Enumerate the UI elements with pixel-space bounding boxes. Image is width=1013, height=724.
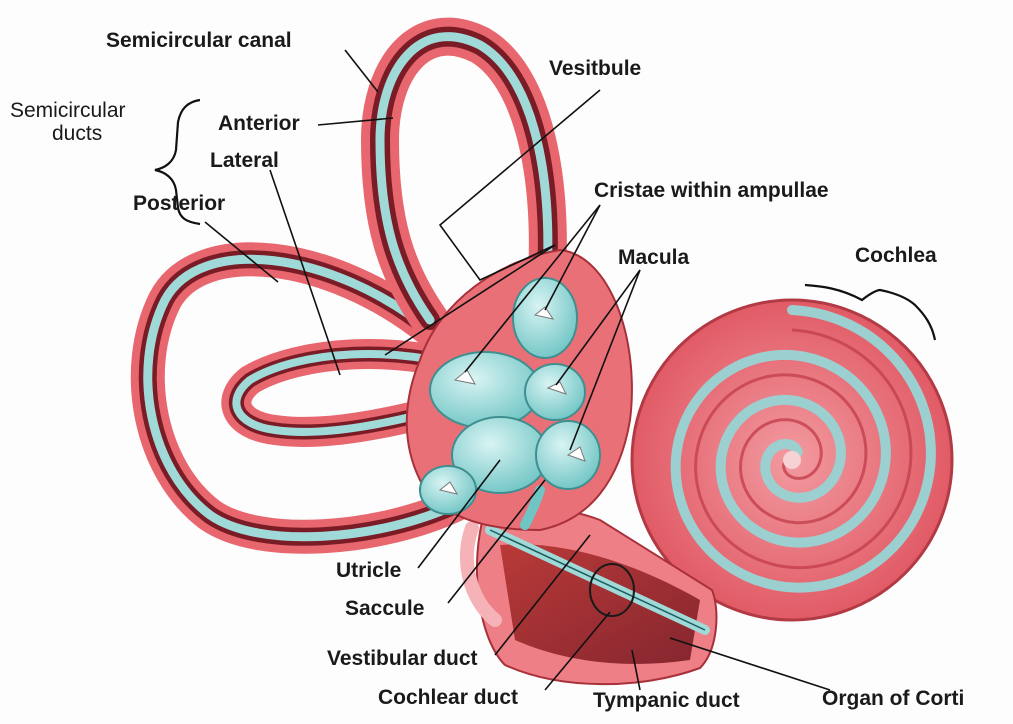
label-vestibular-duct: Vestibular duct [327,648,478,669]
label-semicircular-ducts-1: Semicircular [10,100,126,122]
label-posterior: Posterior [133,193,225,214]
label-lateral: Lateral [210,150,279,171]
label-utricle: Utricle [336,560,401,581]
label-organ-of-corti: Organ of Corti [822,688,964,709]
label-cristae: Cristae within ampullae [594,180,829,201]
label-vestibule: Vesitbule [549,58,641,79]
label-anterior: Anterior [218,113,300,134]
label-macula: Macula [618,247,689,268]
label-cochlear-duct: Cochlear duct [378,687,518,708]
label-cochlea: Cochlea [855,245,937,266]
label-saccule: Saccule [345,598,424,619]
label-tympanic-duct: Tympanic duct [593,690,740,711]
label-semicircular-canal: Semicircular canal [106,30,292,51]
label-semicircular-ducts-2: ducts [52,123,102,145]
